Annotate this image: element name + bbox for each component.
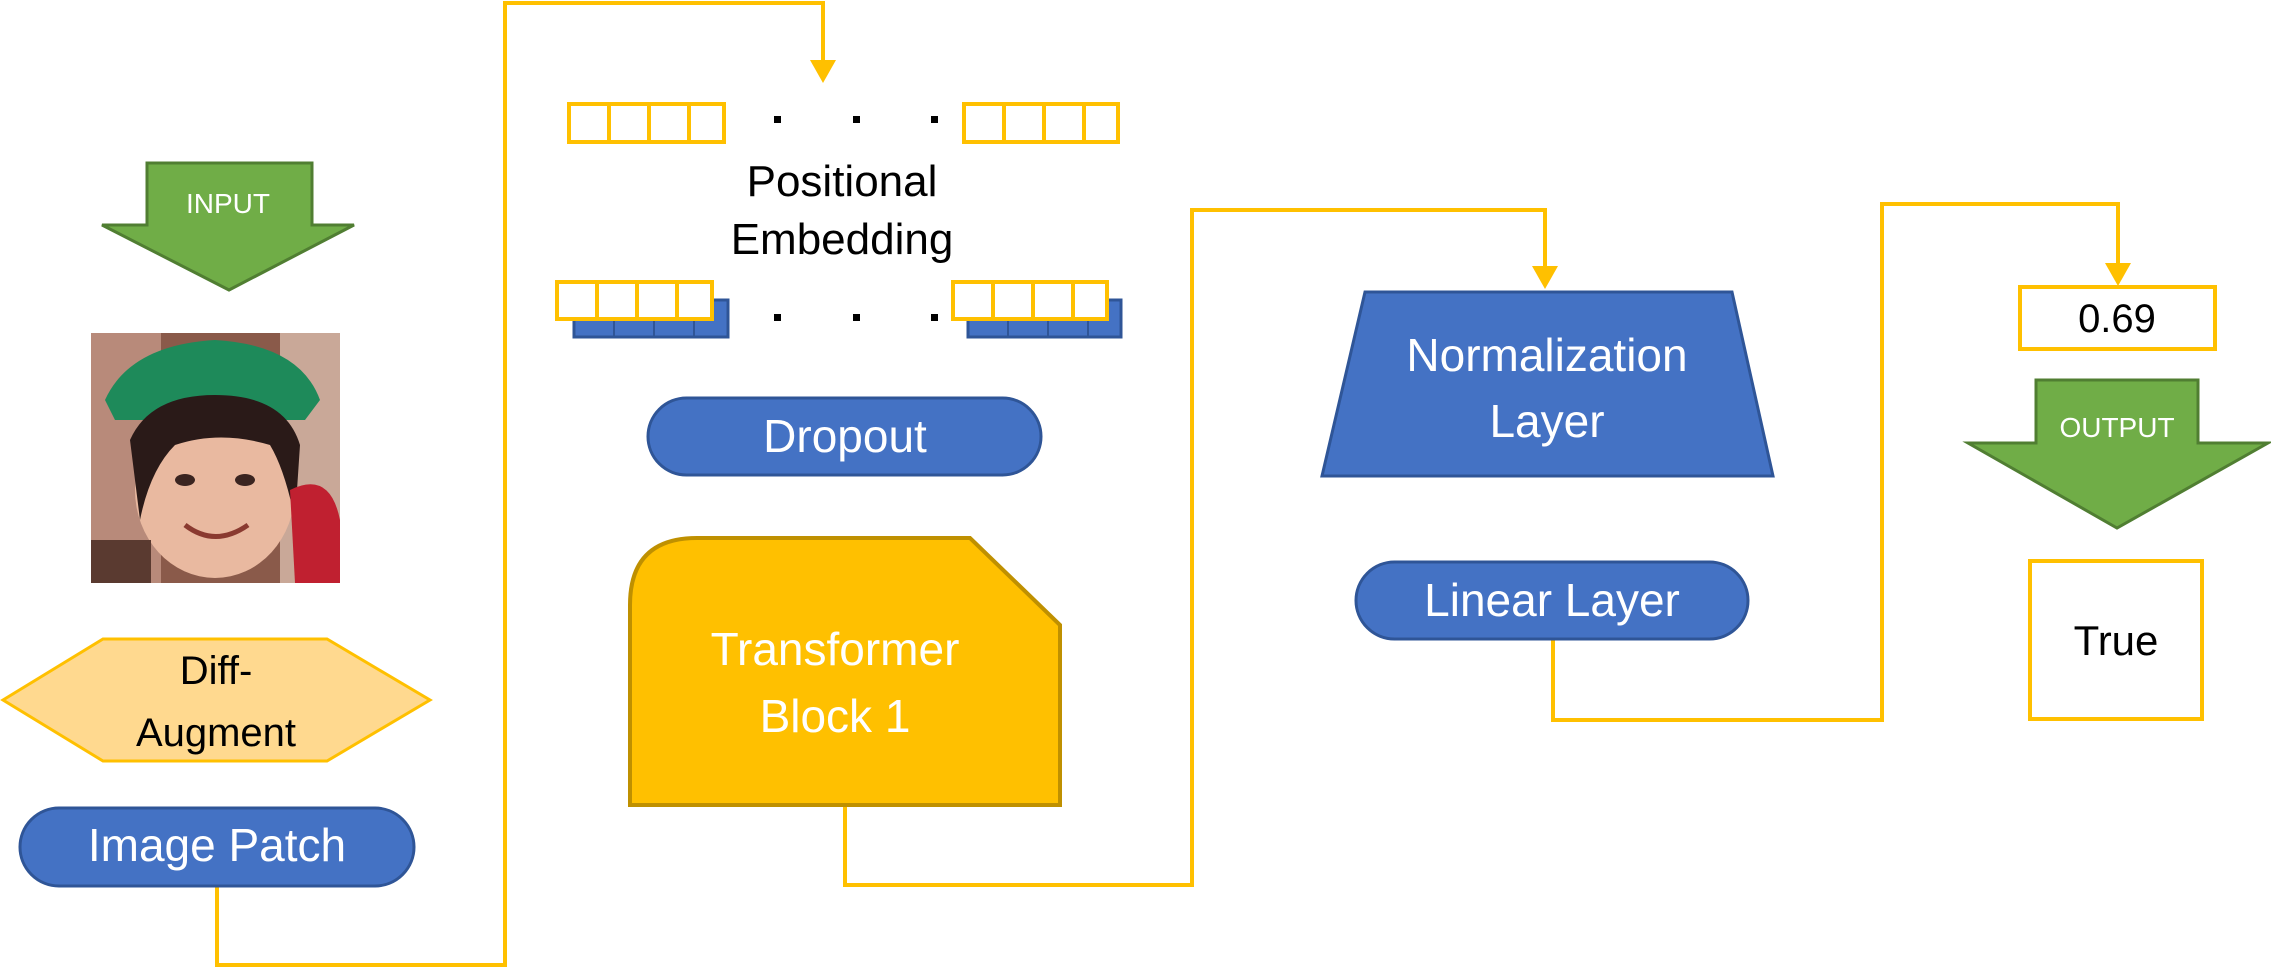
normalization-layer-line2: Layer bbox=[1489, 395, 1604, 447]
positional-embedding-line2: Embedding bbox=[731, 215, 954, 264]
prediction-box: True bbox=[2028, 559, 2204, 721]
embedding-top-dots bbox=[774, 116, 938, 123]
embedding-top-row bbox=[567, 102, 1120, 144]
prediction-value: True bbox=[2074, 617, 2159, 664]
arrowhead-normalization bbox=[1532, 266, 1558, 289]
normalization-layer-node: Normalization Layer bbox=[1320, 290, 1775, 478]
output-arrow: OUTPUT bbox=[1962, 378, 2271, 530]
normalization-layer-line1: Normalization bbox=[1406, 329, 1687, 381]
input-arrow-label: INPUT bbox=[186, 188, 270, 219]
image-patch-label: Image Patch bbox=[88, 819, 346, 871]
diff-augment-node: Diff- Augment bbox=[0, 637, 433, 763]
connector-linear-to-score bbox=[1551, 202, 2120, 722]
connectors bbox=[215, 1, 2131, 967]
score-value: 0.69 bbox=[2078, 297, 2156, 341]
input-arrow: INPUT bbox=[101, 161, 355, 292]
transformer-block-line1: Transformer bbox=[711, 623, 960, 675]
dropout-node: Dropout bbox=[646, 396, 1043, 477]
linear-layer-label: Linear Layer bbox=[1424, 574, 1680, 626]
diff-augment-line2: Augment bbox=[136, 711, 296, 755]
transformer-block-line2: Block 1 bbox=[760, 690, 911, 742]
diff-augment-line1: Diff- bbox=[180, 649, 253, 693]
linear-layer-node: Linear Layer bbox=[1354, 560, 1750, 641]
score-box: 0.69 bbox=[2018, 285, 2217, 351]
output-arrow-label: OUTPUT bbox=[2059, 412, 2174, 443]
embedding-bottom-dots bbox=[774, 314, 938, 321]
transformer-block-node: Transformer Block 1 bbox=[628, 536, 1062, 807]
embedding-bottom-row bbox=[555, 280, 1123, 339]
dropout-label: Dropout bbox=[763, 410, 927, 462]
arrowhead-embedding bbox=[810, 60, 836, 83]
positional-embedding-line1: Positional bbox=[747, 157, 938, 206]
arrowhead-score bbox=[2105, 263, 2131, 286]
face-image bbox=[91, 333, 340, 583]
connector-transformer-to-normalization bbox=[843, 208, 1547, 887]
image-patch-node: Image Patch bbox=[18, 806, 416, 888]
connector-patch-to-embedding bbox=[215, 1, 825, 967]
